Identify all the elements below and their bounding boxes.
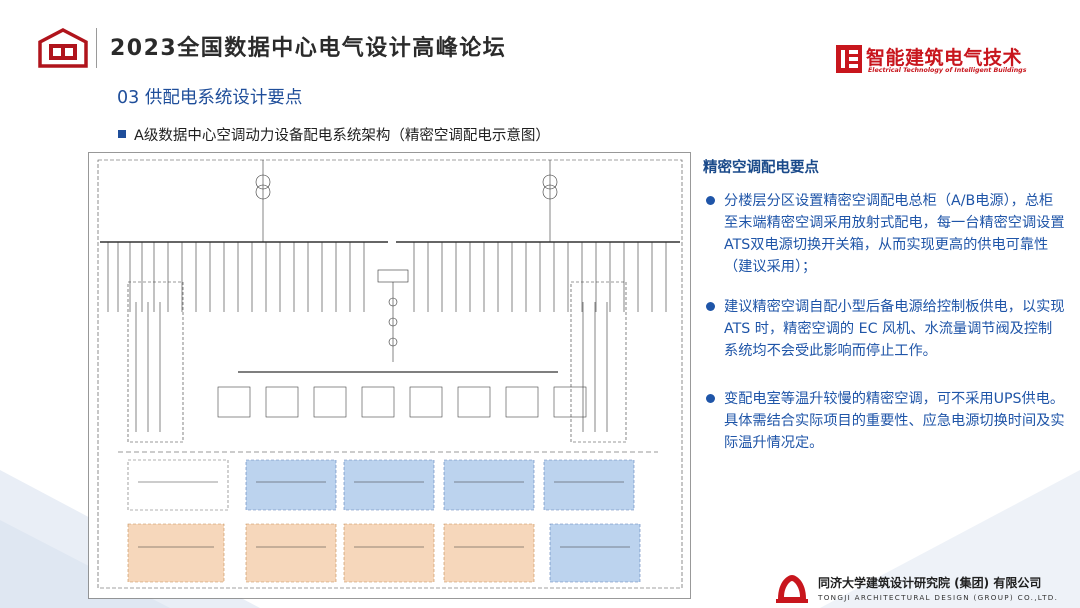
slide-header: 2023全国数据中心电气设计高峰论坛 智能建筑电气技术 Electrical T… — [0, 0, 1080, 90]
key-points-list: 分楼层分区设置精密空调配电总柜（A/B电源），总柜至末端精密空调采用放射式配电，… — [700, 190, 1065, 454]
bullet-dot-icon — [706, 394, 715, 403]
footer-branding: 同济大学建筑设计研究院 (集团) 有限公司 TONGJI ARCHITECTUR… — [770, 570, 1070, 608]
company-name-en: TONGJI ARCHITECTURAL DESIGN (GROUP) CO.,… — [818, 593, 1059, 602]
brand-logo: 智能建筑电气技术 Electrical Technology of Intell… — [836, 43, 1056, 79]
header-divider — [96, 28, 97, 68]
diagram-subtitle: A级数据中心空调动力设备配电系统架构（精密空调配电示意图） — [118, 124, 550, 145]
event-title: 2023全国数据中心电气设计高峰论坛 — [110, 36, 507, 61]
power-distribution-diagram — [88, 152, 691, 599]
brand-name-en: Electrical Technology of Intelligent Bui… — [868, 67, 1027, 74]
section-title: 03 供配电系统设计要点 — [117, 88, 303, 108]
brand-mark-icon — [836, 45, 862, 73]
bullet-dot-icon — [706, 196, 715, 205]
diagram-subtitle-text: A级数据中心空调动力设备配电系统架构（精密空调配电示意图） — [134, 128, 550, 144]
brand-name-cn: 智能建筑电气技术 — [866, 47, 1023, 69]
list-item: 建议精密空调自配小型后备电源给控制板供电，以实现 ATS 时，精密空调的 EC … — [700, 296, 1065, 362]
bullet-dot-icon — [706, 302, 715, 311]
list-item: 变配电室等温升较慢的精密空调，可不采用UPS供电。具体需结合实际项目的重要性、应… — [700, 388, 1065, 454]
key-points-panel: 精密空调配电要点 分楼层分区设置精密空调配电总柜（A/B电源），总柜至末端精密空… — [700, 152, 1065, 452]
list-item-text: 建议精密空调自配小型后备电源给控制板供电，以实现 ATS 时，精密空调的 EC … — [724, 299, 1065, 359]
company-logo-icon — [776, 575, 808, 603]
square-bullet-icon — [118, 130, 126, 138]
forum-logo-icon — [38, 28, 88, 68]
list-item: 分楼层分区设置精密空调配电总柜（A/B电源），总柜至末端精密空调采用放射式配电，… — [700, 190, 1065, 278]
list-item-text: 分楼层分区设置精密空调配电总柜（A/B电源），总柜至末端精密空调采用放射式配电，… — [724, 193, 1065, 275]
company-name-cn: 同济大学建筑设计研究院 (集团) 有限公司 — [818, 576, 1042, 590]
schematic-drawing — [88, 152, 691, 599]
list-item-text: 变配电室等温升较慢的精密空调，可不采用UPS供电。具体需结合实际项目的重要性、应… — [724, 391, 1065, 451]
panel-title: 精密空调配电要点 — [703, 160, 819, 176]
